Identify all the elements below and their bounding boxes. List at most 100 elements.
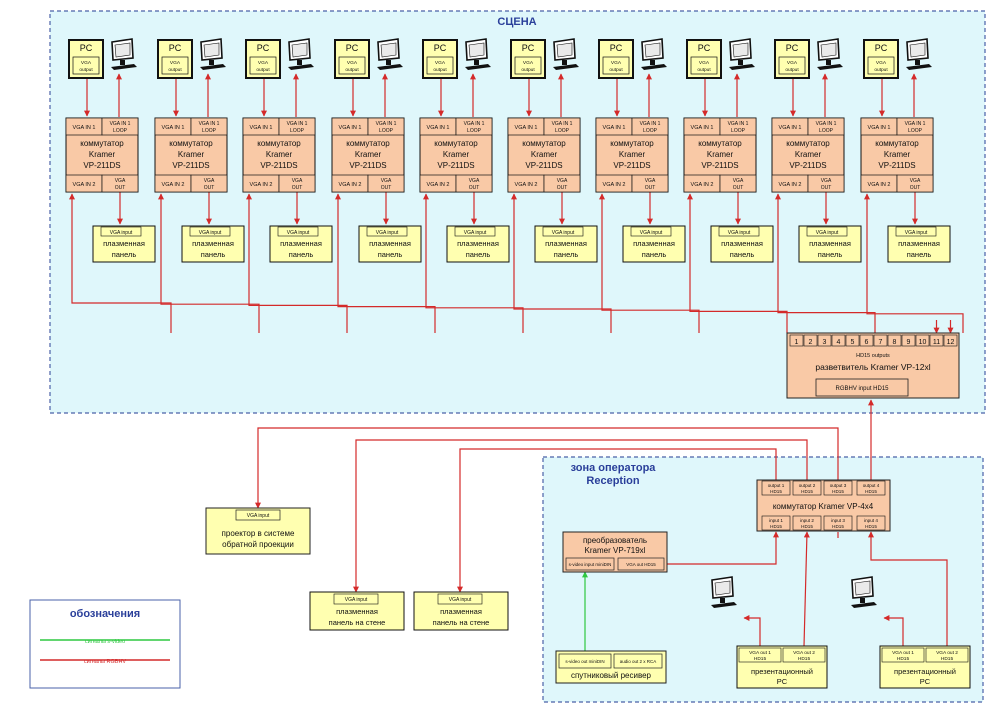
stage-switch-name-line3: VP-211DS <box>260 161 297 170</box>
stage-panel-name-line1: плазменная <box>633 239 675 248</box>
stage-switch-name-line2: Kramer <box>266 150 293 159</box>
stage-switch-in2: VGA IN 2 <box>427 182 450 188</box>
stage-switch-out-line1: VGA <box>115 178 126 184</box>
wire-pres-pc2-to-monitor <box>883 615 904 646</box>
wire-distributor-to-switch-in2 <box>246 193 348 333</box>
projector: VGA input проектор в системе обратной пр… <box>205 507 311 555</box>
presentation-pc-out2-hd15: HD15 <box>941 656 954 662</box>
stage-pc-port-line2: output <box>697 67 711 73</box>
stage-pc-label: PC <box>80 43 93 53</box>
satellite-receiver: s-video out miniDIN audio out 2 x RCA сп… <box>555 650 667 684</box>
projector-name-line1: проектор в системе <box>222 529 295 538</box>
stage-switch-out-line2: OUT <box>469 185 480 191</box>
stage-switch-name-line2: Kramer <box>531 150 558 159</box>
stage-switch-out-line2: OUT <box>292 185 303 191</box>
converter-name-line1: преобразователь <box>583 536 647 545</box>
stage-switch-name-line3: VP-211DS <box>701 161 738 170</box>
matrix-output-label: output 4 <box>863 483 880 488</box>
stage-switch-loop-line2: LOOP <box>643 128 658 134</box>
distributor-port-number: 11 <box>933 339 940 346</box>
matrix-input-hd15: HD15 <box>770 524 782 529</box>
stage-switch-in1: VGA IN 1 <box>868 125 891 131</box>
operator-zone-title-line2: Reception <box>586 475 639 487</box>
stage-switch-loop-line1: VGA IN 1 <box>199 121 220 127</box>
stage-switch-out-line1: VGA <box>204 178 215 184</box>
matrix-output-hd15: HD15 <box>770 489 782 494</box>
distributor-port <box>859 334 874 347</box>
stage-switch-in1: VGA IN 1 <box>162 125 185 131</box>
stage-monitor-icon <box>817 38 843 70</box>
presentation-pc-out1: VGA out 1 <box>749 650 771 656</box>
stage-switch-out-line1: VGA <box>821 178 832 184</box>
stage-switch-in1: VGA IN 1 <box>339 125 362 131</box>
wall-panel-name-line1: плазменная <box>440 607 482 616</box>
stage-panel-name-line2: панель <box>289 250 314 259</box>
presentation-pc-out2: VGA out 2 <box>793 650 815 656</box>
distributor-input-label: RGBHV input HD15 <box>835 386 889 392</box>
presentation-pc-name-line2: PC <box>920 677 931 686</box>
stage-switch-name-line3: VP-211DS <box>613 161 650 170</box>
stage-pc-port-line2: output <box>345 67 359 73</box>
stage-panel-name-line2: панель <box>112 250 137 259</box>
matrix-input-hd15: HD15 <box>832 524 844 529</box>
stage-title: СЦЕНА <box>497 16 536 28</box>
stage-switch-name-line3: VP-211DS <box>83 161 120 170</box>
presentation-pc-name-line2: PC <box>777 677 788 686</box>
stage-switch-name-line3: VP-211DS <box>878 161 915 170</box>
distributor-port-number: 2 <box>809 339 813 346</box>
matrix-output-label: output 1 <box>768 483 785 488</box>
stage-switch-name-line2: Kramer <box>795 150 822 159</box>
converter-vp719xl: преобразователь Kramer VP-719xl s-video … <box>562 531 668 573</box>
converter-in-port: s-video input miniDIN <box>569 562 612 567</box>
stage-panel-name-line1: плазменная <box>103 239 145 248</box>
stage-switch-name-line3: VP-211DS <box>789 161 826 170</box>
wall-panel-port: VGA input <box>449 597 472 603</box>
distributor-port-number: 4 <box>837 339 841 346</box>
distributor-port-number: 8 <box>893 339 897 346</box>
stage-panel-port: VGA input <box>816 230 839 236</box>
stage-panel-name-line1: плазменная <box>721 239 763 248</box>
stage-pc-port-line2: output <box>433 67 447 73</box>
legend: обозначения сигналы s-video сигналы RGBH… <box>29 599 181 689</box>
wire-distributor-to-switch-in2 <box>687 193 788 333</box>
stage-switch-out-line2: OUT <box>645 185 656 191</box>
matrix-output-label: output 2 <box>799 483 816 488</box>
stage-panel-name-line1: плазменная <box>192 239 234 248</box>
stage-switch-loop-line1: VGA IN 1 <box>110 121 131 127</box>
stage-switch-in1: VGA IN 1 <box>691 125 714 131</box>
stage-switch-in1: VGA IN 1 <box>427 125 450 131</box>
matrix-output-port <box>856 480 886 496</box>
presentation-pc-out2: VGA out 2 <box>936 650 958 656</box>
stage-pc-port-line1: VGA <box>699 60 710 66</box>
projector-name-line2: обратной проекции <box>222 540 294 549</box>
stage-panel-name-line2: панель <box>201 250 226 259</box>
matrix-input-hd15: HD15 <box>865 524 877 529</box>
stage-switch-out-line1: VGA <box>381 178 392 184</box>
stage-pc-label: PC <box>346 43 359 53</box>
stage-panel-name-line1: плазменная <box>809 239 851 248</box>
distributor-port-number: 5 <box>851 339 855 346</box>
stage-monitor-icon <box>906 38 932 70</box>
wire-pres-pc1-to-monitor <box>743 615 761 646</box>
matrix-name: коммутатор Kramer VP-4x4 <box>773 502 874 511</box>
matrix-output-port <box>823 480 853 496</box>
stage-switch-loop-line2: LOOP <box>290 128 305 134</box>
stage-panel-name-line1: плазменная <box>369 239 411 248</box>
